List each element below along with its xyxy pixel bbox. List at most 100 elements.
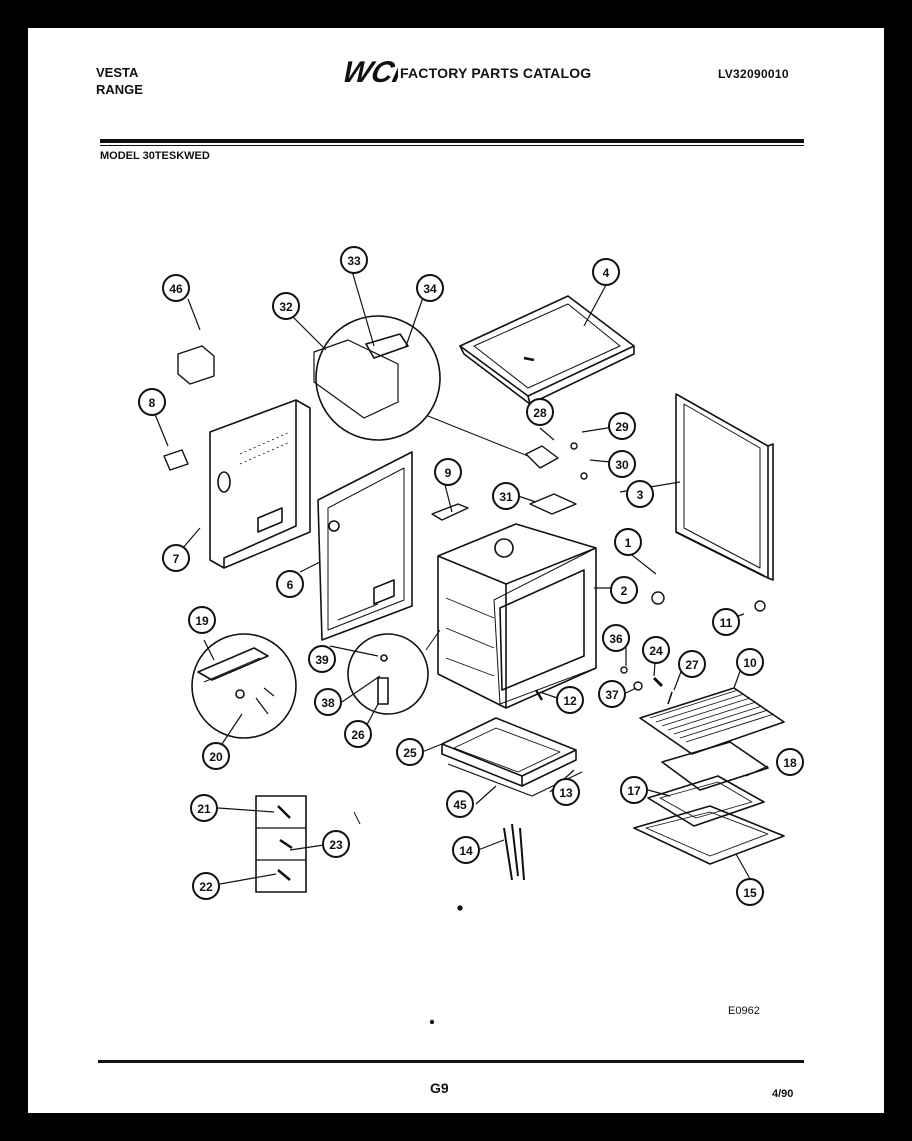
- svg-text:27: 27: [685, 658, 699, 672]
- svg-text:18: 18: [783, 756, 797, 770]
- svg-text:11: 11: [720, 616, 733, 630]
- callout-23: 23: [322, 830, 350, 858]
- svg-text:10: 10: [743, 656, 757, 670]
- callout-29: 29: [608, 412, 636, 440]
- svg-text:4: 4: [603, 266, 610, 280]
- svg-text:19: 19: [195, 614, 209, 628]
- outer-door-part: [633, 805, 785, 865]
- model-number: MODEL 30TESKWED: [100, 150, 210, 162]
- svg-text:17: 17: [627, 784, 641, 798]
- svg-text:26: 26: [351, 728, 365, 742]
- callout-6: 6: [276, 570, 304, 598]
- callout-22: 22: [192, 872, 220, 900]
- detail-circle-control: [191, 633, 297, 739]
- callout-13: 13: [552, 778, 580, 806]
- svg-text:46: 46: [169, 282, 183, 296]
- callout-3: 3: [626, 480, 654, 508]
- inner-back-panel-part: [317, 451, 413, 641]
- callout-24: 24: [642, 636, 670, 664]
- callout-27: 27: [678, 650, 706, 678]
- svg-text:6: 6: [287, 578, 294, 592]
- page-number: G9: [430, 1080, 449, 1096]
- callout-12: 12: [556, 686, 584, 714]
- svg-text:33: 33: [347, 254, 361, 268]
- svg-text:36: 36: [609, 632, 623, 646]
- callout-20: 20: [202, 742, 230, 770]
- header-rule: [100, 139, 804, 143]
- callout-33: 33: [340, 246, 368, 274]
- svg-text:34: 34: [423, 282, 437, 296]
- callout-7: 7: [162, 544, 190, 572]
- small-hardware-parts: [163, 345, 766, 1025]
- callout-46: 46: [162, 274, 190, 302]
- svg-text:3: 3: [637, 488, 644, 502]
- svg-text:23: 23: [329, 838, 343, 852]
- catalog-title: FACTORY PARTS CATALOG: [400, 65, 592, 81]
- wire-terminal-boxes: [255, 795, 307, 893]
- svg-text:29: 29: [615, 420, 629, 434]
- exploded-parts-diagram: 46 8 7 6 33 32 34 4 9 31 28 29 30 3 1 2 …: [138, 246, 804, 1025]
- callout-36: 36: [602, 624, 630, 652]
- svg-text:13: 13: [559, 786, 573, 800]
- callout-bubbles: 46 8 7 6 33 32 34 4 9 31 28 29 30 3 1 2 …: [138, 246, 804, 906]
- catalog-code: LV32090010: [718, 67, 789, 81]
- print-date: 4/90: [772, 1088, 794, 1100]
- svg-text:37: 37: [605, 688, 619, 702]
- svg-text:39: 39: [315, 653, 329, 667]
- callout-28: 28: [526, 398, 554, 426]
- callout-21: 21: [190, 794, 218, 822]
- brand-name: VESTA: [96, 65, 139, 80]
- callout-11: 11: [712, 608, 740, 636]
- svg-text:21: 21: [197, 802, 211, 816]
- svg-text:45: 45: [453, 798, 467, 812]
- callout-30: 30: [608, 450, 636, 478]
- callout-15: 15: [736, 878, 764, 906]
- svg-text:28: 28: [533, 406, 547, 420]
- callout-17: 17: [620, 776, 648, 804]
- svg-text:15: 15: [743, 886, 757, 900]
- callout-18: 18: [776, 748, 804, 776]
- broiler-drawer-part: [441, 717, 583, 797]
- callout-39: 39: [308, 645, 336, 673]
- oven-body-part: [437, 523, 597, 709]
- catalog-page: VESTA RANGE WCI FACTORY PARTS CATALOG LV…: [28, 28, 884, 1113]
- svg-text:22: 22: [199, 880, 213, 894]
- svg-text:1: 1: [625, 536, 632, 550]
- product-type: RANGE: [96, 82, 143, 97]
- oven-rack-part: [639, 687, 785, 755]
- callout-1: 1: [614, 528, 642, 556]
- detail-circle-thermostat: [347, 629, 441, 715]
- svg-text:2: 2: [621, 584, 628, 598]
- detail-circle-bracket: [313, 315, 529, 457]
- svg-text:8: 8: [149, 396, 156, 410]
- callout-2: 2: [610, 576, 638, 604]
- callout-32: 32: [272, 292, 300, 320]
- footer-rule: [98, 1060, 804, 1063]
- figure-id: E0962: [728, 1005, 760, 1017]
- door-gasket-part: [647, 775, 765, 827]
- svg-text:31: 31: [499, 490, 513, 504]
- callout-10: 10: [736, 648, 764, 676]
- callout-9: 9: [434, 458, 462, 486]
- callout-45: 45: [446, 790, 474, 818]
- svg-text:12: 12: [563, 694, 577, 708]
- svg-text:7: 7: [173, 552, 180, 566]
- callout-25: 25: [396, 738, 424, 766]
- callout-37: 37: [598, 680, 626, 708]
- svg-text:14: 14: [459, 844, 473, 858]
- callout-4: 4: [592, 258, 620, 286]
- wci-logo: WCI: [339, 55, 398, 88]
- callout-19: 19: [188, 606, 216, 634]
- callout-38: 38: [314, 688, 342, 716]
- svg-text:25: 25: [403, 746, 417, 760]
- brand-block: VESTA RANGE: [96, 64, 143, 98]
- top-cover-part: [459, 295, 635, 405]
- side-panel-part: [675, 393, 774, 581]
- svg-text:24: 24: [649, 644, 663, 658]
- callout-26: 26: [344, 720, 372, 748]
- callout-8: 8: [138, 388, 166, 416]
- svg-text:30: 30: [615, 458, 629, 472]
- svg-text:32: 32: [279, 300, 293, 314]
- callout-14: 14: [452, 836, 480, 864]
- svg-text:38: 38: [321, 696, 335, 710]
